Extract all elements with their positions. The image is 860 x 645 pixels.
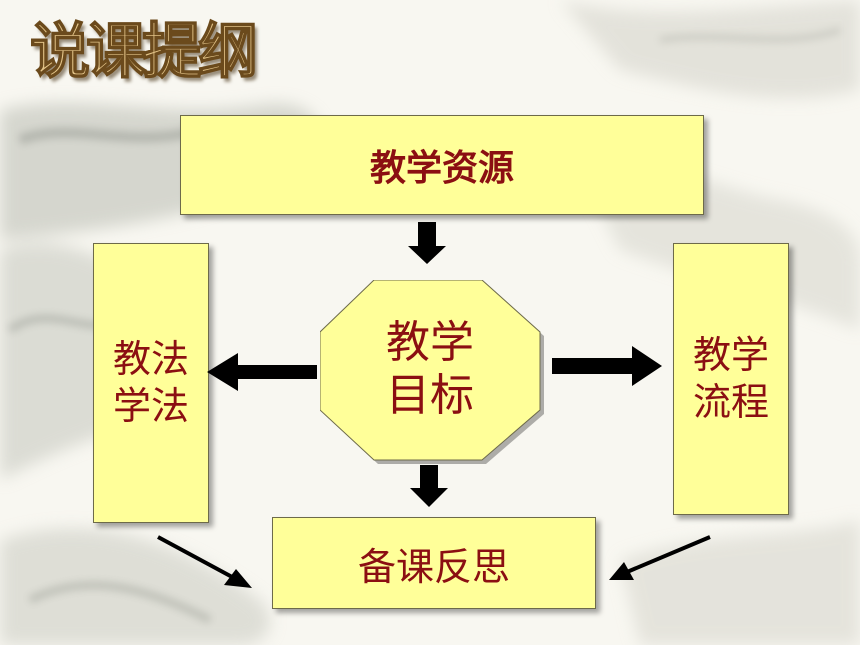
teaching-methods-label: 教法学法 — [112, 336, 189, 429]
teaching-resources-box: 教学资源 — [180, 115, 704, 215]
lesson-reflection-box: 备课反思 — [272, 517, 596, 609]
teaching-goals-octagon: 教学目标 — [320, 280, 544, 464]
lesson-reflection-label: 备课反思 — [357, 544, 510, 589]
teaching-resources-label: 教学资源 — [369, 148, 514, 189]
teaching-methods-box: 教法学法 — [93, 243, 209, 523]
teaching-process-box: 教学流程 — [673, 243, 789, 515]
octagon-shape — [320, 280, 544, 464]
slide-title: 说课提纲 — [29, 17, 259, 87]
teaching-process-label: 教学流程 — [692, 332, 769, 425]
teaching-goals-label: 教学目标 — [385, 317, 474, 421]
